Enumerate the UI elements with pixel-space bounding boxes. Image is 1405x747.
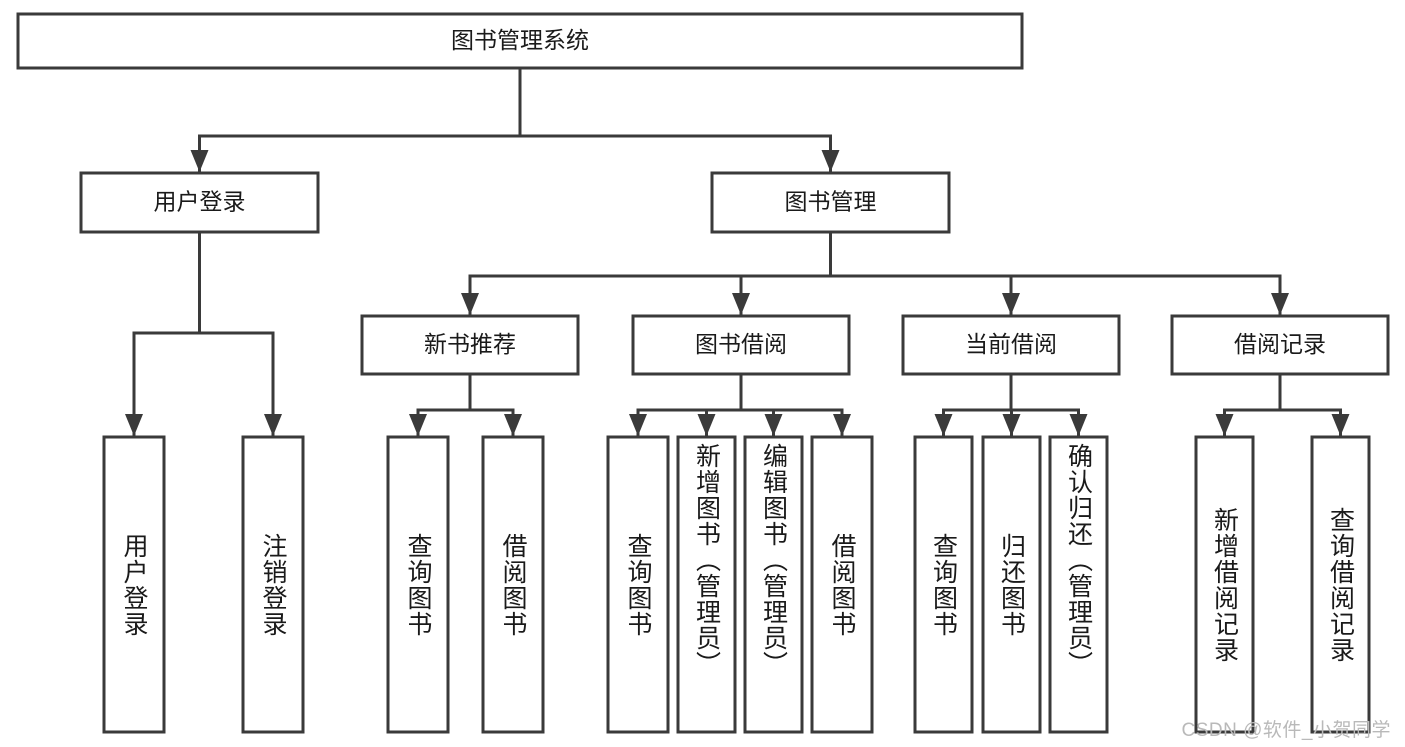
node-box-new-book-rec[interactable] [360, 314, 580, 376]
node-label-root: 图书管理系统 [451, 27, 589, 53]
watermark-text: CSDN @软件_小贺同学 [1181, 720, 1391, 741]
arrow-head-icon [821, 150, 840, 172]
arrow-head-icon [1002, 414, 1021, 436]
node-box-borrow-record[interactable] [1170, 314, 1390, 376]
leaf-box-leaf-borrow-book-2[interactable] [810, 435, 874, 734]
arrow-head-icon [504, 414, 522, 436]
leaf-box-leaf-query-record[interactable] [1310, 435, 1371, 734]
leaf-box-leaf-user-login[interactable] [102, 435, 166, 734]
node-label-user-login: 用户登录 [154, 189, 246, 215]
leaf-box-leaf-edit-book[interactable] [743, 435, 804, 734]
arrow-head-icon [1215, 414, 1234, 436]
leaf-box-leaf-confirm-return[interactable] [1048, 435, 1109, 734]
leaf-box-leaf-query-book-2[interactable] [606, 435, 670, 734]
arrow-head-icon [1271, 293, 1289, 315]
arrow-head-icon [264, 414, 282, 436]
leaf-box-leaf-borrow-book-1[interactable] [481, 435, 545, 734]
leaf-box-leaf-query-book-3[interactable] [913, 435, 974, 734]
node-label-borrow-record: 借阅记录 [1234, 331, 1326, 357]
arrow-head-icon [732, 293, 750, 315]
arrow-head-icon [190, 150, 209, 172]
arrow-head-icon [833, 414, 851, 436]
leaf-box-leaf-add-book[interactable] [676, 435, 737, 734]
arrow-head-icon [629, 414, 647, 436]
leaf-box-leaf-user-logout[interactable] [241, 435, 305, 734]
arrow-head-icon [764, 414, 783, 436]
leaf-box-leaf-query-book-1[interactable] [386, 435, 450, 734]
node-box-current-borrow[interactable] [901, 314, 1121, 376]
node-box-root[interactable] [16, 12, 1024, 70]
node-box-layer [16, 12, 1390, 734]
arrow-head-icon [125, 414, 143, 436]
leaf-box-leaf-add-record[interactable] [1194, 435, 1255, 734]
node-label-new-book-rec: 新书推荐 [424, 331, 516, 357]
arrow-head-icon [934, 414, 953, 436]
arrow-head-icon [1069, 414, 1088, 436]
node-box-book-manage[interactable] [710, 171, 951, 234]
leaf-box-leaf-return-book[interactable] [981, 435, 1042, 734]
node-box-book-borrow[interactable] [631, 314, 851, 376]
arrow-head-icon [697, 414, 716, 436]
node-box-user-login[interactable] [79, 171, 320, 234]
arrow-head-icon [409, 414, 427, 436]
arrow-head-icon [461, 293, 479, 315]
arrow-head-icon [1331, 414, 1350, 436]
arrow-head-icon [1002, 293, 1020, 315]
node-label-book-borrow: 图书借阅 [695, 331, 787, 357]
node-label-book-manage: 图书管理 [785, 189, 877, 215]
node-label-current-borrow: 当前借阅 [965, 331, 1057, 357]
connector-layer [125, 66, 1350, 438]
